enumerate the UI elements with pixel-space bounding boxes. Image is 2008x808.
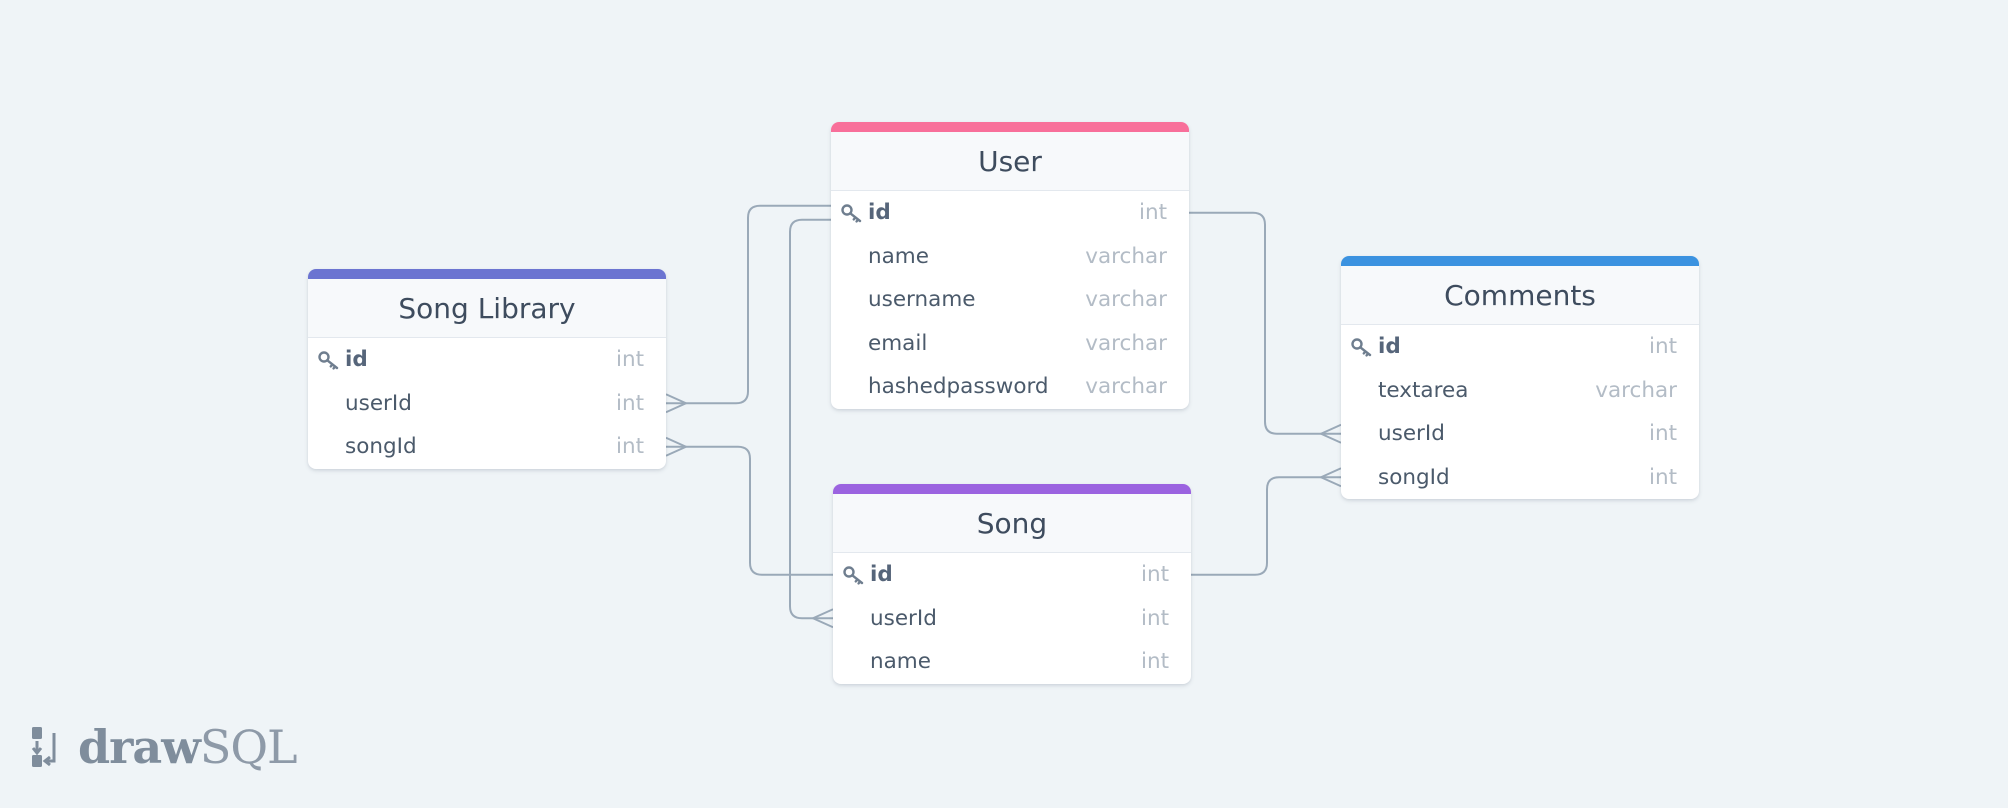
- column-name: email: [868, 330, 928, 356]
- crowfoot-icon: [812, 608, 834, 629]
- column-row-songId[interactable]: songId int: [1341, 456, 1699, 500]
- column-row-email[interactable]: email varchar: [831, 322, 1189, 366]
- crowfoot-icon: [1320, 423, 1342, 444]
- column-row-name[interactable]: name varchar: [831, 235, 1189, 279]
- relation-song-songlibrary: [666, 445, 833, 576]
- table-song-library[interactable]: Song Library id int userId int songId int: [308, 269, 666, 469]
- table-color-bar: [308, 269, 666, 279]
- column-type: int: [1140, 649, 1169, 675]
- column-name: songId: [345, 434, 417, 460]
- relation-user-song: [789, 218, 833, 620]
- column-type: int: [615, 434, 644, 460]
- table-song[interactable]: Song id int userId int name int: [833, 484, 1191, 684]
- column-type: int: [1648, 421, 1677, 447]
- logo-draw-text: draw: [78, 720, 201, 774]
- table-color-bar: [831, 122, 1189, 132]
- column-type: int: [1648, 464, 1677, 490]
- table-color-bar: [833, 484, 1191, 494]
- column-type: int: [1648, 334, 1677, 360]
- logo-sql-text: SQL: [199, 720, 298, 774]
- column-type: int: [1140, 605, 1169, 631]
- column-name: id: [870, 562, 893, 588]
- crowfoot-icon: [1320, 467, 1342, 488]
- column-name: userId: [345, 390, 412, 416]
- table-title[interactable]: Song: [833, 494, 1191, 553]
- column-name: name: [870, 649, 931, 675]
- column-name: name: [868, 243, 929, 269]
- column-name: userId: [870, 605, 937, 631]
- column-row-username[interactable]: username varchar: [831, 278, 1189, 322]
- table-title[interactable]: User: [831, 132, 1189, 191]
- relation-user-songlibrary: [666, 204, 831, 405]
- column-row-songId[interactable]: songId int: [308, 425, 666, 469]
- table-title[interactable]: Song Library: [308, 279, 666, 338]
- column-row-userId[interactable]: userId int: [1341, 412, 1699, 456]
- column-name: id: [1378, 334, 1401, 360]
- column-name: textarea: [1378, 377, 1469, 403]
- primary-key-icon: [1351, 338, 1372, 357]
- crowfoot-icon: [665, 436, 687, 457]
- column-row-id[interactable]: id int: [831, 191, 1189, 235]
- column-type: int: [615, 347, 644, 373]
- relation-user-comments: [1189, 211, 1341, 435]
- column-type: int: [615, 390, 644, 416]
- column-name: username: [868, 287, 976, 313]
- column-name: userId: [1378, 421, 1445, 447]
- primary-key-icon: [843, 566, 864, 585]
- column-type: varchar: [1085, 243, 1167, 269]
- column-row-hashedpassword[interactable]: hashedpassword varchar: [831, 365, 1189, 409]
- table-color-bar: [1341, 256, 1699, 266]
- drawsql-logo: draw SQL: [30, 720, 298, 774]
- column-row-textarea[interactable]: textarea varchar: [1341, 369, 1699, 413]
- relation-song-comments: [1191, 476, 1341, 576]
- primary-key-icon: [841, 204, 862, 223]
- column-type: int: [1138, 200, 1167, 226]
- column-type: varchar: [1085, 330, 1167, 356]
- column-type: varchar: [1595, 377, 1677, 403]
- column-row-userId[interactable]: userId int: [308, 382, 666, 426]
- column-name: hashedpassword: [868, 374, 1049, 400]
- column-name: id: [345, 347, 368, 373]
- table-title[interactable]: Comments: [1341, 266, 1699, 325]
- column-type: int: [1140, 562, 1169, 588]
- column-row-userId[interactable]: userId int: [833, 597, 1191, 641]
- column-row-id[interactable]: id int: [308, 338, 666, 382]
- column-type: varchar: [1085, 287, 1167, 313]
- column-row-id[interactable]: id int: [1341, 325, 1699, 369]
- crowfoot-icon: [665, 393, 687, 414]
- column-type: varchar: [1085, 374, 1167, 400]
- column-name: id: [868, 200, 891, 226]
- column-name: songId: [1378, 464, 1450, 490]
- column-row-id[interactable]: id int: [833, 553, 1191, 597]
- primary-key-icon: [318, 351, 339, 370]
- column-row-name[interactable]: name int: [833, 640, 1191, 684]
- drawsql-logo-icon: [31, 727, 56, 767]
